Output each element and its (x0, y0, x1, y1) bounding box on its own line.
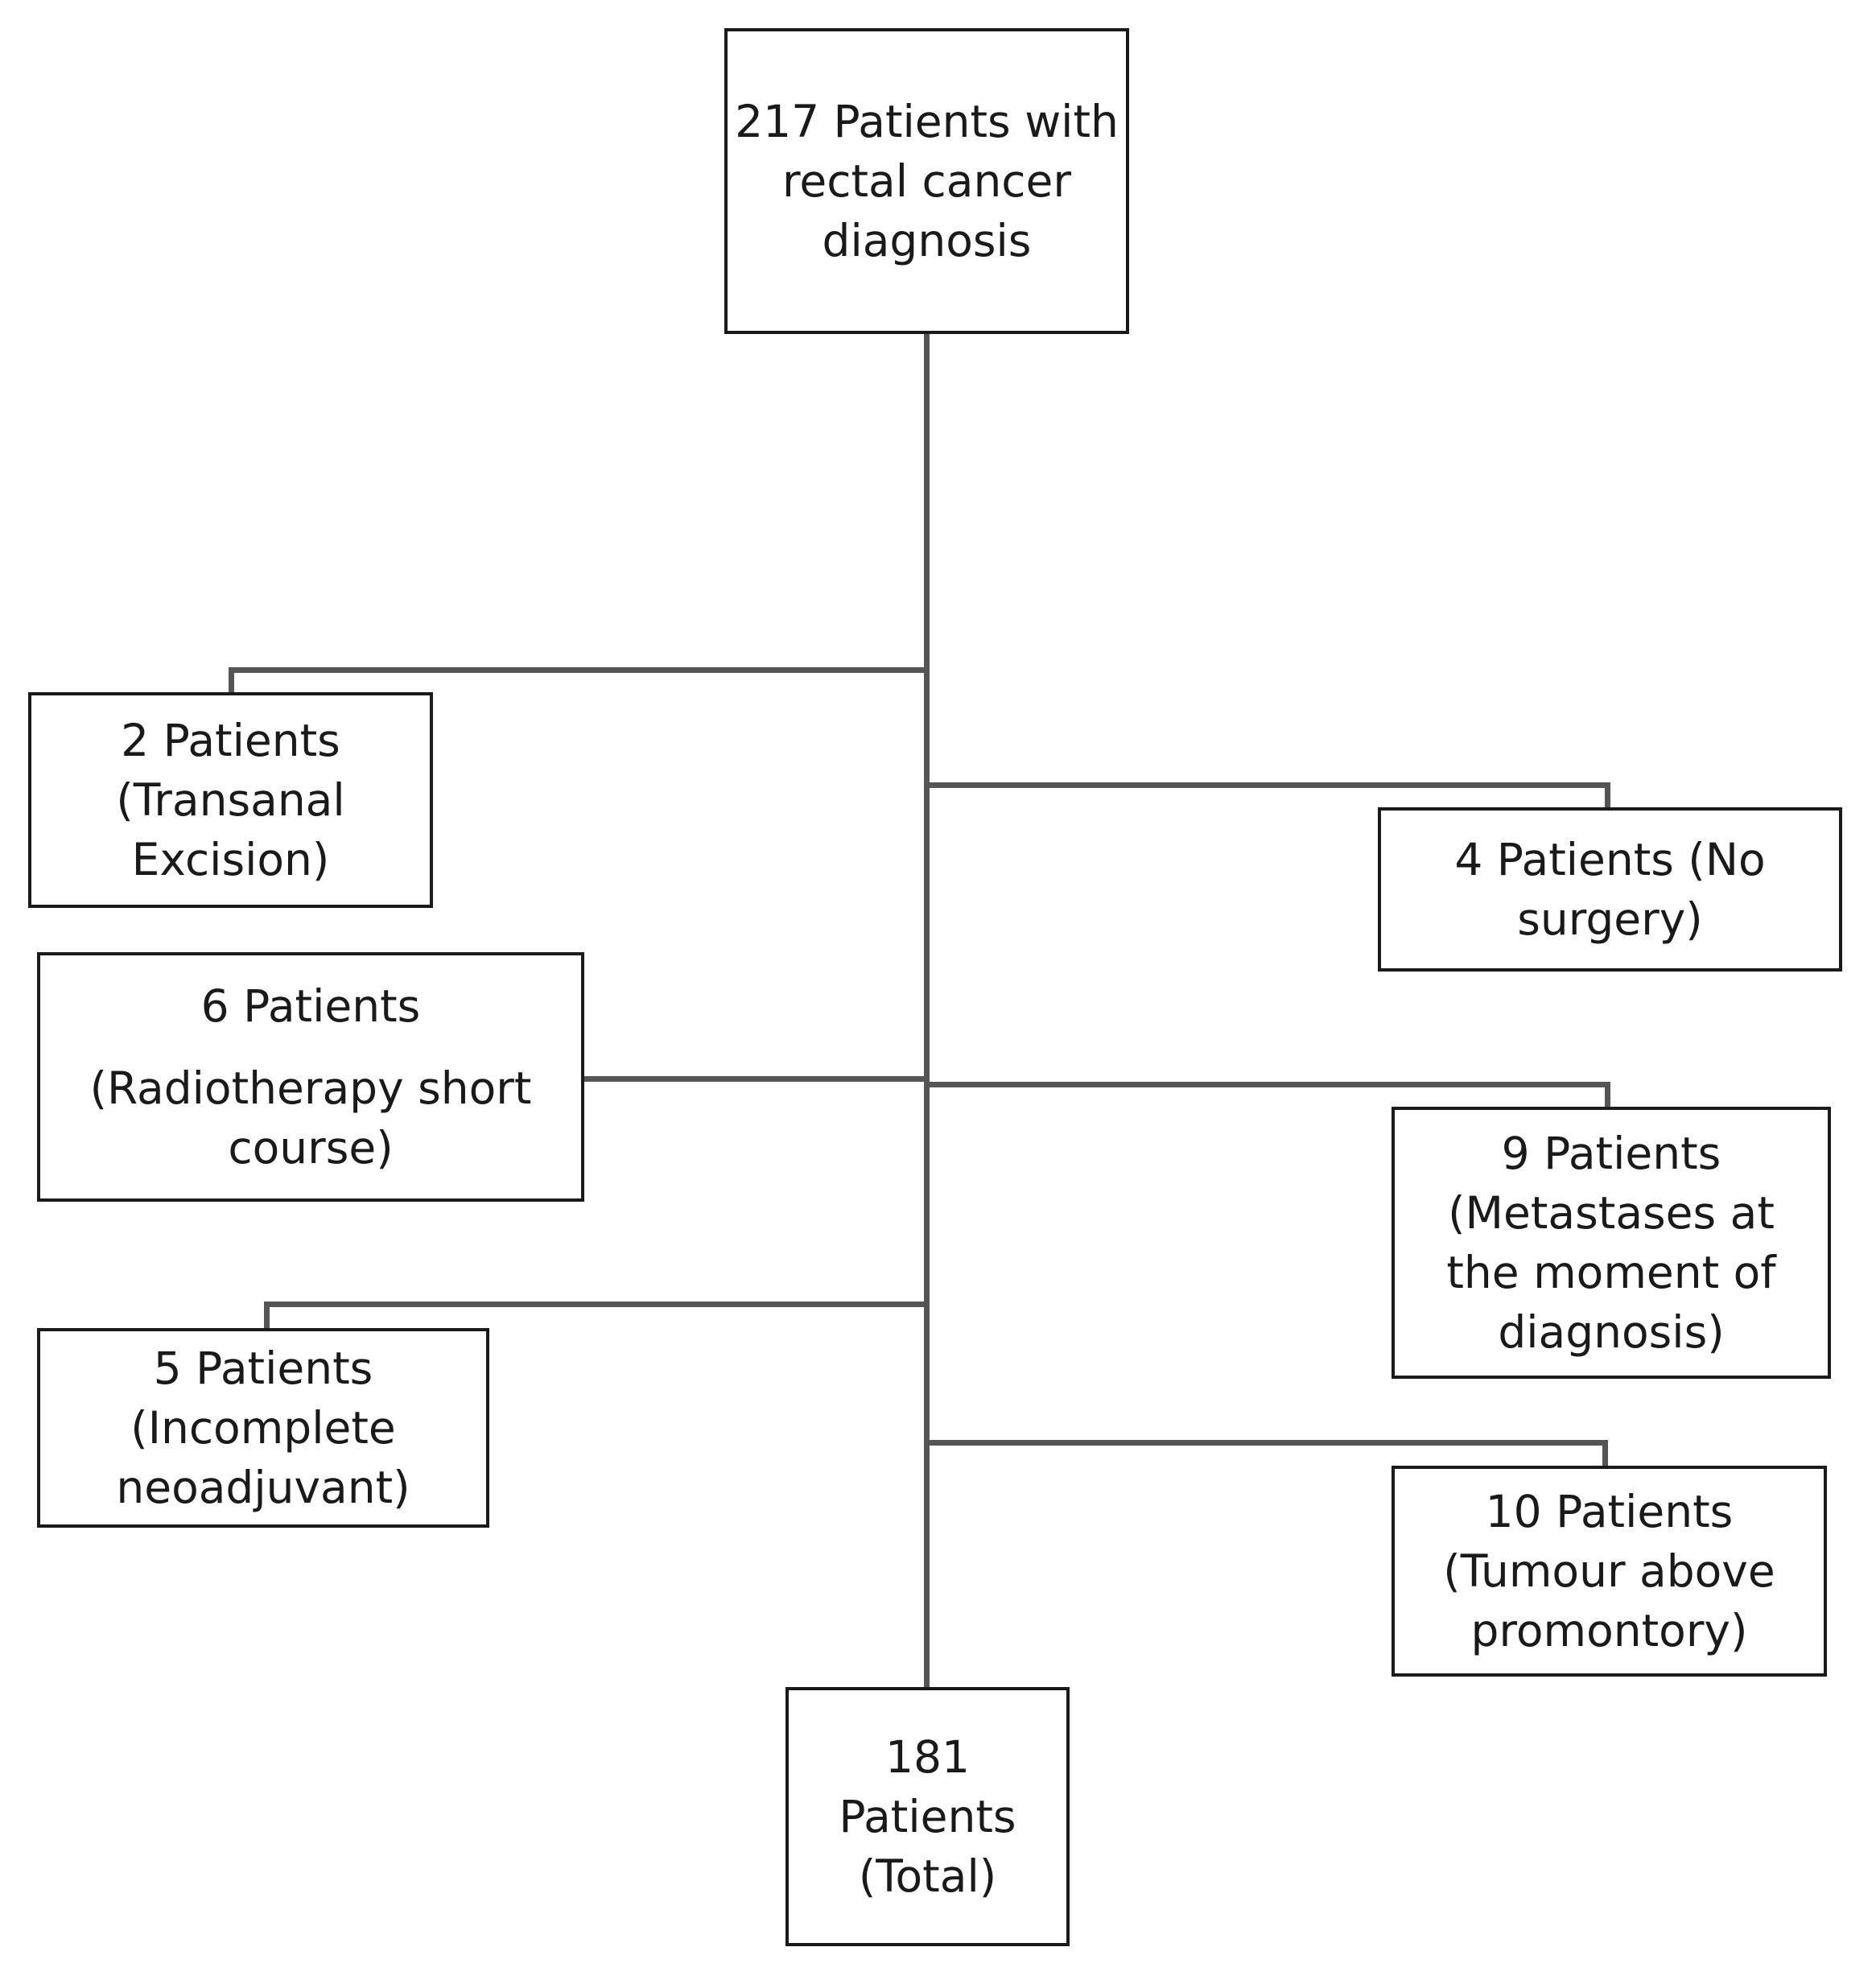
box-radiotherapy-short-course: 6 Patients (Radiotherapy short course) (37, 952, 584, 1202)
box-metastases-line-3: the moment of (1446, 1247, 1776, 1298)
box-metastases-line-2: (Metastases at (1448, 1186, 1775, 1239)
connector-incomplete (264, 1302, 930, 1307)
box-no-surgery-line-1: 4 Patients (No (1454, 833, 1766, 885)
box-radiotherapy-line-2: (Radiotherapy short (89, 1062, 532, 1114)
connector-metastases-drop (1605, 1082, 1610, 1112)
box-metastases-line-4: diagnosis) (1498, 1306, 1725, 1359)
box-total: 181 Patients (Total) (785, 1687, 1070, 1946)
box-transanal-excision: 2 Patients (Transanal Excision) (28, 692, 433, 908)
connector-tumour (924, 1440, 1608, 1446)
box-start: 217 Patients with rectal cancer diagnosi… (724, 28, 1129, 334)
box-metastases-line-1: 9 Patients (1501, 1127, 1721, 1179)
box-radiotherapy-line-1: 6 Patients (200, 980, 421, 1032)
box-transanal-line-3: Excision) (131, 834, 330, 886)
box-incomplete-line-1: 5 Patients (153, 1342, 373, 1394)
box-transanal-line-2: (Transanal (116, 773, 345, 826)
box-transanal-line-1: 2 Patients (121, 714, 340, 766)
connector-transanal-drop (229, 667, 234, 694)
box-tumour-line-1: 10 Patients (1485, 1485, 1734, 1537)
box-tumour-above-promontory: 10 Patients (Tumour above promontory) (1392, 1466, 1827, 1677)
box-tumour-line-3: promontory) (1470, 1605, 1748, 1657)
box-metastases: 9 Patients (Metastases at the moment of … (1392, 1107, 1831, 1379)
connector-no-surgery (924, 782, 1610, 788)
connector-radiotherapy (581, 1076, 930, 1082)
connector-incomplete-drop (264, 1302, 270, 1330)
box-total-line-2: Patients (839, 1790, 1016, 1842)
box-no-surgery: 4 Patients (No surgery) (1378, 807, 1842, 971)
box-start-line-3: diagnosis (822, 215, 1032, 267)
connector-transanal (229, 667, 930, 673)
connector-metastases (924, 1082, 1610, 1087)
main-trunk-line (924, 332, 930, 1690)
box-incomplete-line-2: (Incomplete (130, 1401, 396, 1454)
box-start-line-1: 217 Patients with (735, 95, 1119, 147)
box-incomplete-neoadjuvant: 5 Patients (Incomplete neoadjuvant) (37, 1328, 489, 1528)
connector-no-surgery-drop (1605, 782, 1610, 812)
connector-tumour-drop (1602, 1440, 1608, 1466)
box-radiotherapy-line-3: course) (228, 1122, 394, 1174)
box-tumour-line-2: (Tumour above (1443, 1545, 1775, 1597)
box-incomplete-line-3: neoadjuvant) (116, 1462, 410, 1514)
box-total-line-1: 181 (885, 1731, 970, 1783)
box-no-surgery-line-2: surgery) (1517, 893, 1703, 945)
box-start-line-2: rectal cancer (781, 155, 1071, 207)
box-total-line-3: (Total) (858, 1850, 997, 1903)
